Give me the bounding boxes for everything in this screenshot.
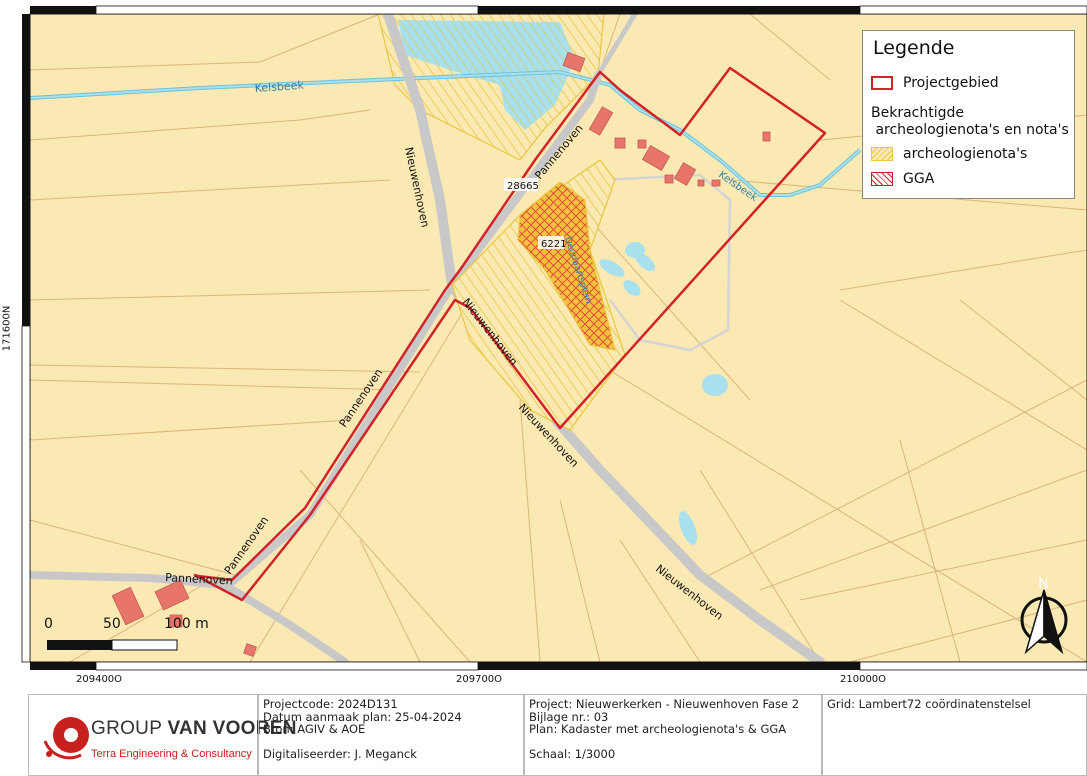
company-tagline: Terra Engineering & Consultancy — [91, 748, 252, 760]
scale-50: 50 — [103, 616, 121, 632]
plan-title: Plan: Kadaster met archeologienota's & G… — [529, 722, 787, 736]
north-arrow-icon: N — [1020, 576, 1068, 655]
grid-info-cell: Grid: Lambert72 coördinatenstelsel — [822, 694, 1087, 776]
project-name: Project: Nieuwerkerken - Nieuwenhoven Fa… — [529, 697, 800, 711]
y-tick-1: 171600N — [1, 305, 13, 352]
digitiser: Digitaliseerder: J. Meganck — [263, 746, 417, 761]
scale-text: Schaal: 1/3000 — [529, 746, 616, 761]
title-block: GROUP VAN VOOREN Terra Engineering & Con… — [28, 694, 1087, 776]
x-tick-3: 210000O — [840, 674, 887, 685]
label-parcel-6221: 6221 — [541, 239, 566, 250]
company-logo-icon — [43, 717, 89, 760]
logo-cell: GROUP VAN VOOREN Terra Engineering & Con… — [28, 694, 296, 776]
plan-date: Datum aanmaak plan: 25-04-2024 — [263, 709, 462, 724]
legend: Legende Projectgebied Bekrachtigde arche… — [862, 30, 1075, 199]
legend-row-gga: GGA — [871, 171, 934, 187]
label-kelsbeek-west: Kelsbeek — [254, 79, 305, 95]
legend-archeologienota-swatch — [871, 147, 893, 161]
legend-project-label: Projectgebied — [903, 75, 999, 91]
ponds — [599, 242, 728, 546]
scale-100: 100 m — [164, 616, 209, 632]
north-label: N — [1038, 576, 1048, 592]
legend-archeologienota-label: archeologienota's — [903, 146, 1028, 162]
scale-0: 0 — [44, 616, 53, 632]
company-name-bold: VAN VOOREN — [167, 718, 297, 739]
grid-system: Grid: Lambert72 coördinatenstelsel — [827, 697, 1031, 711]
map-frame — [21, 5, 1087, 671]
x-tick-1: 209400O — [76, 674, 123, 685]
appendix-nr: Bijlage nr.: 03 — [529, 709, 609, 724]
gga-zone — [517, 181, 616, 351]
label-pannenoven-3: Pannenoven — [165, 571, 233, 588]
label-parcel-28665: 28665 — [507, 181, 539, 192]
legend-group-line1: Bekrachtigde — [871, 105, 964, 121]
legend-title: Legende — [873, 37, 955, 59]
legend-group-line2: archeologienota's en nota's — [871, 122, 1069, 138]
legend-project-swatch — [871, 76, 893, 90]
scale-bar: 0 50 100 m — [44, 616, 209, 651]
legend-row-archeologienota: archeologienota's — [871, 146, 1027, 162]
legend-gga-label: GGA — [903, 171, 935, 187]
plan-info-cell: Project: Nieuwerkerken - Nieuwenhoven Fa… — [524, 694, 822, 776]
legend-gga-swatch — [871, 172, 893, 186]
source: Bron: AGIV & AOE — [263, 722, 366, 736]
project-info-cell: Projectcode: 2024D131 Datum aanmaak plan… — [258, 694, 524, 776]
legend-row-project: Projectgebied — [871, 75, 999, 91]
project-boundary[interactable] — [193, 66, 827, 602]
project-code: Projectcode: 2024D131 — [263, 697, 398, 711]
company-name-prefix: GROUP — [91, 718, 162, 739]
buildings — [111, 51, 771, 657]
kelsbeek-river-inner — [29, 70, 861, 196]
x-tick-2: 209700O — [456, 674, 503, 685]
